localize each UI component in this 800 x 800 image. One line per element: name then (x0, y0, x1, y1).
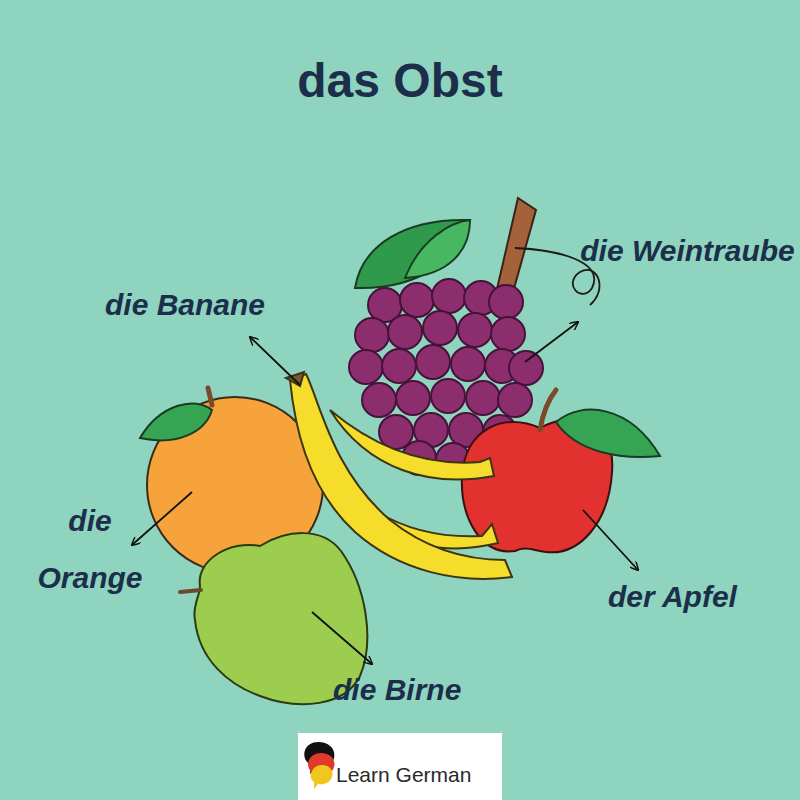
vocab-label: der Apfel (608, 579, 737, 615)
logo-text: Learn German (336, 762, 471, 788)
vocab-label: die Birne (333, 672, 461, 708)
vocab-label: die Banane (105, 287, 265, 323)
vocab-label: die Weintraube (580, 223, 795, 278)
vocab-label: die Orange (25, 492, 155, 606)
diagram-title: das Obst (0, 52, 800, 110)
logo-panel (298, 733, 502, 800)
leader-lines (132, 322, 638, 664)
